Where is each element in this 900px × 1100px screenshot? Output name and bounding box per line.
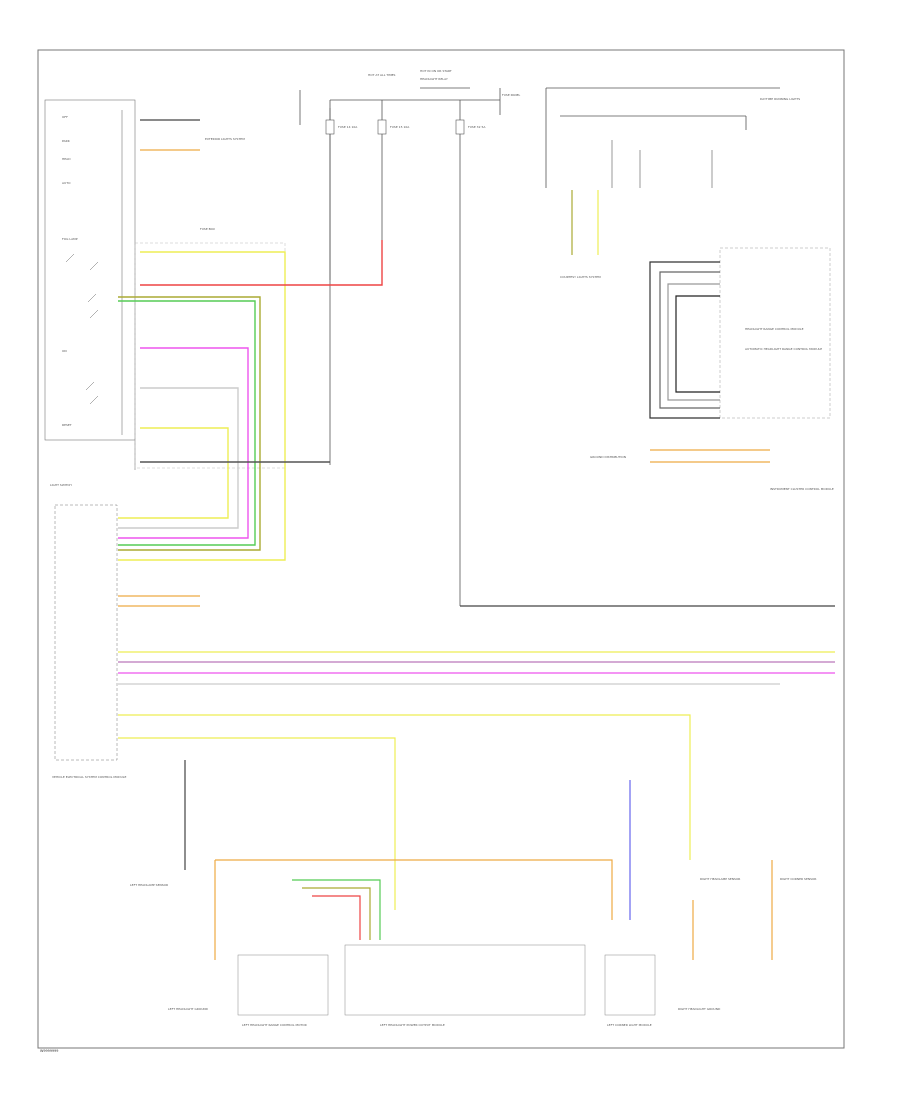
- switch-label-park: PARK: [62, 139, 71, 143]
- switch-label-off: OFF: [62, 115, 68, 119]
- fuse-c: FUSE 32 5A: [455, 100, 486, 606]
- switch-output-wires: [140, 119, 200, 151]
- svg-text:LEFT HEADLIGHT RANGE CONTROL M: LEFT HEADLIGHT RANGE CONTROL MOTOR: [242, 1023, 307, 1027]
- svg-text:LEFT HEADLIGHT POWER OUTPUT MO: LEFT HEADLIGHT POWER OUTPUT MODULE: [380, 1023, 445, 1027]
- footer-code: W9999999: [40, 1049, 58, 1053]
- switch-label-reset: RESET: [62, 423, 72, 427]
- fuse-box-label: FUSE BOX: [200, 227, 215, 231]
- fuse-a: FUSE 14 10A: [325, 108, 358, 150]
- vehicle-electrical-module: VEHICLE ELECTRICAL SYSTEM CONTROL MODULE: [52, 504, 126, 779]
- svg-text:COURTESY LIGHTS SYSTEM: COURTESY LIGHTS SYSTEM: [560, 275, 601, 279]
- svg-text:RIGHT HEADLAMP SENSOR: RIGHT HEADLAMP SENSOR: [700, 877, 740, 881]
- svg-text:HOT AT ALL TIMES: HOT AT ALL TIMES: [368, 73, 396, 77]
- svg-text:FUSE PANEL: FUSE PANEL: [502, 93, 520, 97]
- bottom-modules: LEFT HEADLIGHT RANGE CONTROL MOTOR LEFT …: [130, 877, 816, 1027]
- running-lights: DAYTIME RUNNING LIGHTS: [611, 97, 800, 188]
- fuse-b: FUSE 15 10A: [377, 100, 410, 280]
- courtesy-lights: COURTESY LIGHTS SYSTEM: [560, 190, 601, 279]
- light-switch-title: LIGHT SWITCH: [50, 483, 72, 487]
- svg-text:LEFT HEADLIGHT GROUND: LEFT HEADLIGHT GROUND: [168, 1007, 209, 1011]
- svg-text:HEADLIGHT RELAY: HEADLIGHT RELAY: [420, 77, 448, 81]
- exterior-lights-label: EXTERIOR LIGHTS SYSTEM: [205, 137, 245, 141]
- top-labels: HOT AT ALL TIMES HOT IN ON OR START HEAD…: [368, 69, 520, 97]
- svg-text:RIGHT CORNER SENSOR: RIGHT CORNER SENSOR: [780, 877, 816, 881]
- switch-label-fog: FOG LAMP: [62, 237, 78, 241]
- svg-text:FUSE 32 5A: FUSE 32 5A: [468, 125, 486, 129]
- can-bus-wires: [118, 595, 835, 685]
- diagram-frame: [37, 49, 845, 1049]
- svg-text:VEHICLE ELECTRICAL SYSTEM CONT: VEHICLE ELECTRICAL SYSTEM CONTROL MODULE: [52, 775, 126, 779]
- svg-text:LEFT HEADLAMP SENSOR: LEFT HEADLAMP SENSOR: [130, 883, 168, 887]
- switch-label-head: HEAD: [62, 157, 71, 161]
- colored-wire-harness: [118, 240, 383, 561]
- svg-text:FUSE 15 10A: FUSE 15 10A: [390, 125, 410, 129]
- svg-text:LEFT CORNER LIGHT MODULE: LEFT CORNER LIGHT MODULE: [607, 1023, 652, 1027]
- svg-text:HOT IN ON OR START: HOT IN ON OR START: [420, 69, 452, 73]
- bottom-harness: [118, 714, 773, 960]
- fuse-box: [134, 242, 286, 469]
- svg-text:INSTRUMENT CLUSTER CONTROL MOD: INSTRUMENT CLUSTER CONTROL MODULE: [770, 487, 834, 491]
- ground-distribution: GROUND DISTRIBUTION INSTRUMENT CLUSTER C…: [590, 449, 834, 491]
- switch-label-on: ON: [62, 349, 67, 353]
- switch-label-auto: AUTO: [62, 181, 71, 185]
- svg-text:FUSE 14 10A: FUSE 14 10A: [338, 125, 358, 129]
- svg-text:RIGHT HEADLIGHT GROUND: RIGHT HEADLIGHT GROUND: [678, 1007, 721, 1011]
- switch-contacts: [65, 253, 99, 405]
- svg-text:AUTOMATIC HEADLIGHT RANGE CONT: AUTOMATIC HEADLIGHT RANGE CONTROL MODULE: [745, 347, 822, 351]
- svg-text:HEADLIGHT RANGE CONTROL MODULE: HEADLIGHT RANGE CONTROL MODULE: [745, 327, 804, 331]
- svg-text:GROUND DISTRIBUTION: GROUND DISTRIBUTION: [590, 455, 626, 459]
- light-switch: OFF PARK HEAD AUTO FOG LAMP ON RESET LIG…: [44, 99, 136, 487]
- svg-text:DAYTIME RUNNING LIGHTS: DAYTIME RUNNING LIGHTS: [760, 97, 800, 101]
- headlight-module: HEADLIGHT RANGE CONTROL MODULE AUTOMATIC…: [649, 247, 831, 419]
